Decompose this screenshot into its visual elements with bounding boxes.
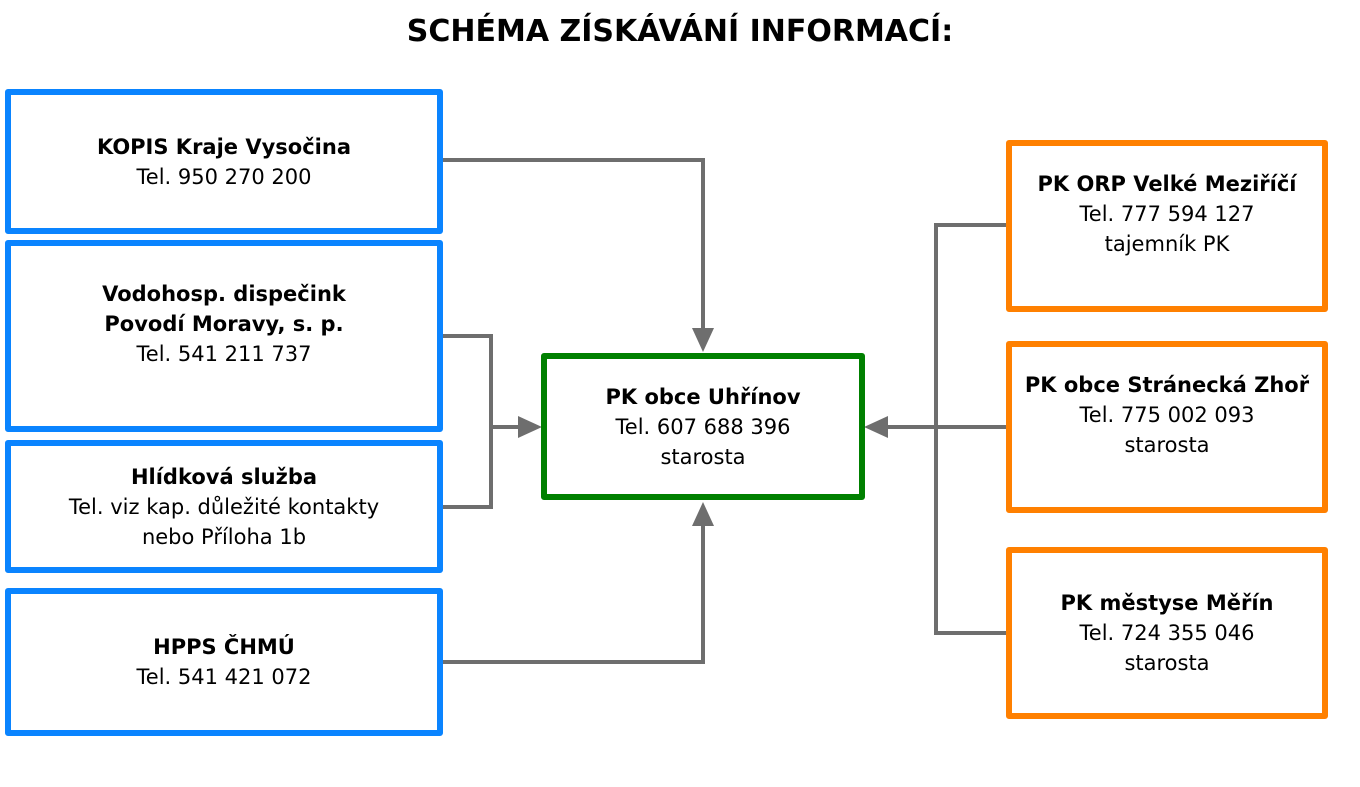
- source-box-vodohosp: Vodohosp. dispečink Povodí Moravy, s. p.…: [5, 240, 443, 432]
- center-box-uhrinov: PK obce Uhřínov Tel. 607 688 396 starost…: [541, 353, 865, 500]
- neighbor-name: PK obce Stránecká Zhoř: [1024, 373, 1310, 397]
- source-box-hlidkova: Hlídková služba Tel. viz kap. důležité k…: [5, 440, 443, 573]
- neighbor-role: starosta: [1124, 433, 1210, 457]
- source-name: HPPS ČHMÚ: [153, 635, 295, 659]
- neighbor-name: PK městyse Měřín: [1060, 591, 1274, 615]
- connector-kopis: [442, 158, 705, 340]
- connector-hpps: [442, 525, 705, 664]
- neighbor-role: starosta: [1124, 651, 1210, 675]
- source-name-line1: Vodohosp. dispečink: [102, 282, 346, 306]
- neighbor-box-stranecka-zhor: PK obce Stránecká Zhoř Tel. 775 002 093 …: [1006, 341, 1328, 513]
- center-phone: Tel. 607 688 396: [615, 414, 791, 439]
- diagram-title: SCHÉMA ZÍSKÁVÁNÍ INFORMACÍ:: [406, 14, 954, 49]
- neighbor-phone: Tel. 775 002 093: [1079, 403, 1255, 427]
- source-name-line2: Povodí Moravy, s. p.: [104, 312, 344, 336]
- source-phone: Tel. 950 270 200: [136, 164, 312, 189]
- center-name: PK obce Uhřínov: [605, 384, 801, 409]
- source-box-kopis: KOPIS Kraje Vysočina Tel. 950 270 200: [5, 89, 443, 234]
- neighbor-name: PK ORP Velké Meziříčí: [1037, 172, 1297, 196]
- source-name: KOPIS Kraje Vysočina: [96, 134, 351, 159]
- neighbor-phone: Tel. 777 594 127: [1079, 202, 1255, 226]
- arrowhead-top: [692, 328, 714, 352]
- source-phone: Tel. 541 421 072: [136, 665, 312, 689]
- arrowhead-bottom: [692, 502, 714, 526]
- neighbor-phone: Tel. 724 355 046: [1079, 621, 1255, 645]
- center-role: starosta: [660, 444, 746, 469]
- source-note: nebo Příloha 1b: [141, 524, 307, 549]
- connector-vodohosp: [442, 334, 493, 509]
- neighbor-box-velke-mezirici: PK ORP Velké Meziříčí Tel. 777 594 127 t…: [1006, 140, 1328, 312]
- source-phone: Tel. viz kap. důležité kontakty: [68, 494, 380, 519]
- source-phone: Tel. 541 211 737: [136, 342, 312, 366]
- arrowhead-right: [864, 416, 888, 438]
- neighbor-box-merin: PK městyse Měřín Tel. 724 355 046 staros…: [1006, 547, 1328, 719]
- neighbor-role: tajemník PK: [1104, 232, 1230, 256]
- source-name: Hlídková služba: [130, 464, 318, 489]
- source-box-hpps: HPPS ČHMÚ Tel. 541 421 072: [5, 588, 443, 736]
- arrowhead-left: [518, 416, 542, 438]
